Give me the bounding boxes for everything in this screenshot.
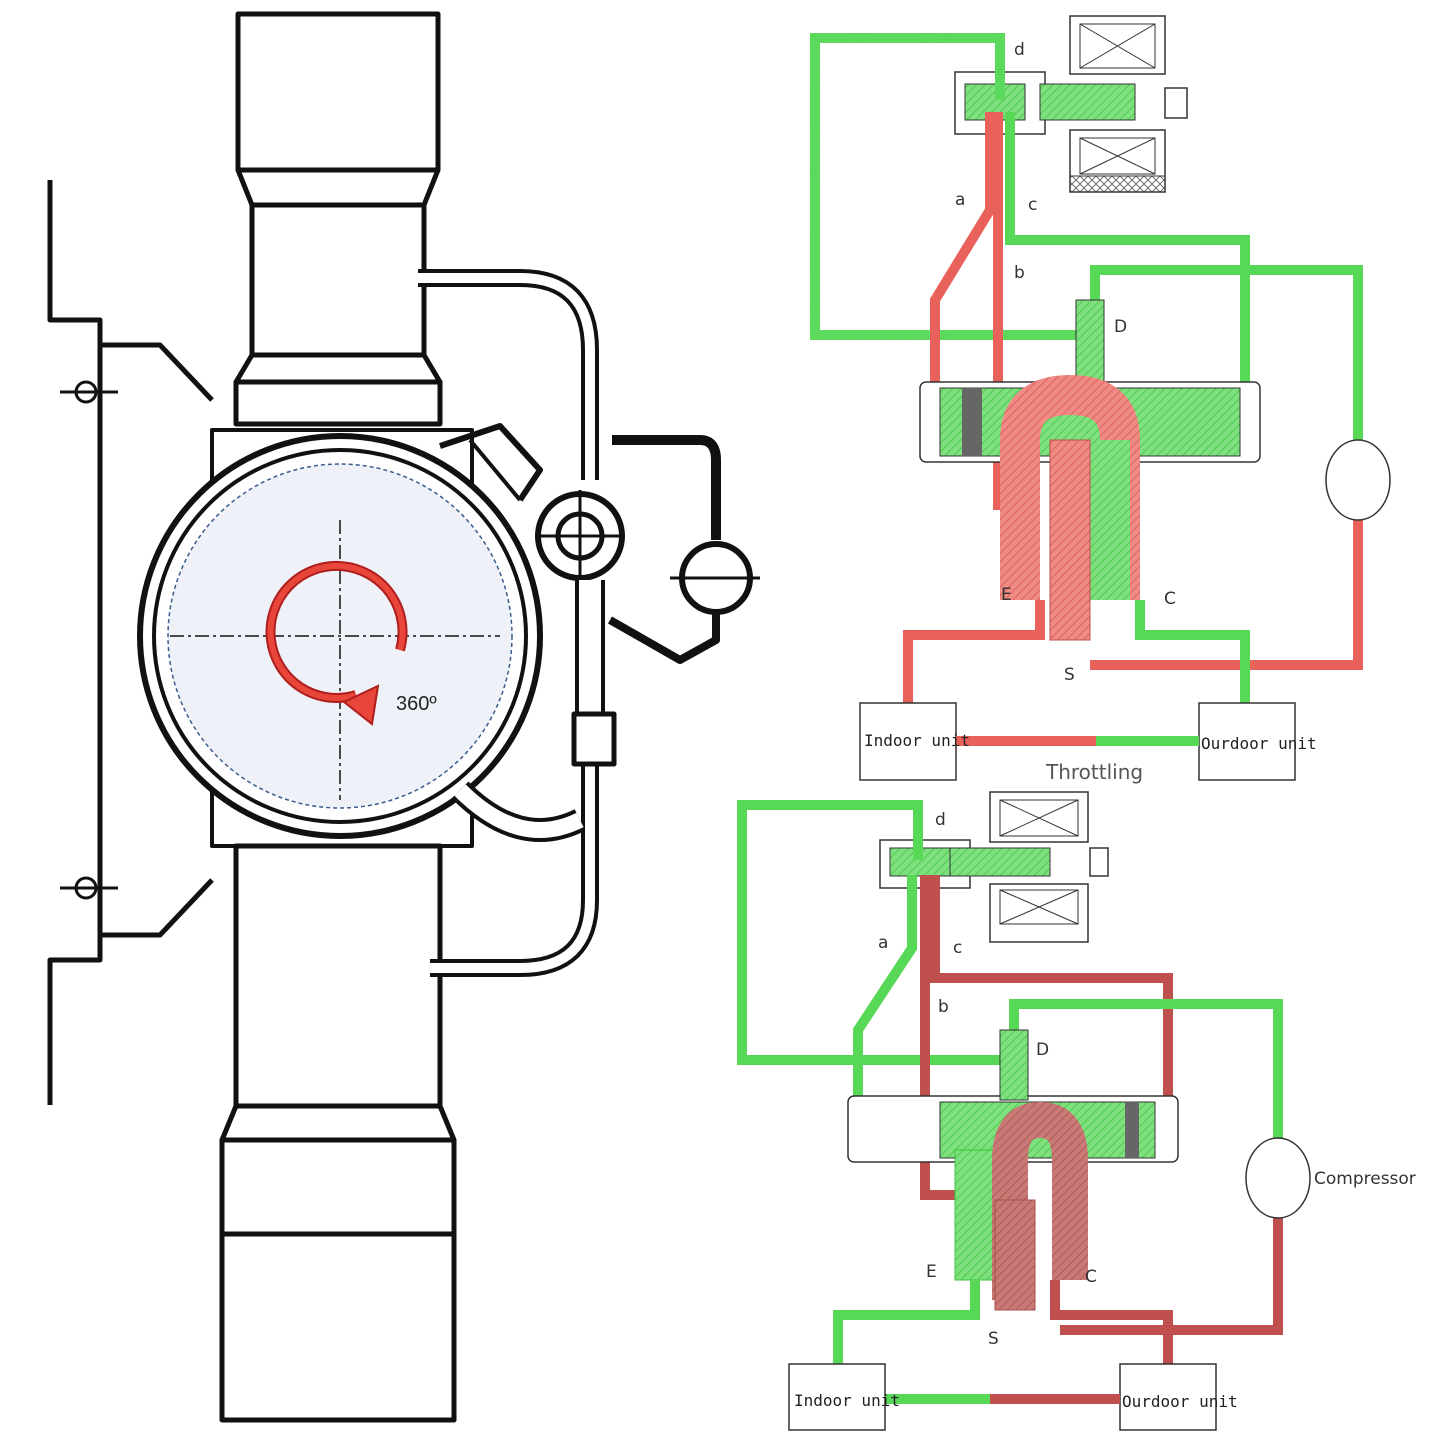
rotation-arrow xyxy=(267,562,406,701)
compressor-top xyxy=(1325,439,1391,521)
port-label-a-top: a xyxy=(955,190,965,210)
mounting-bracket xyxy=(47,180,103,1105)
rotation-arrow-head-icon xyxy=(342,684,380,726)
tube-a-top xyxy=(930,112,995,410)
rotation-indicator: 360º xyxy=(265,560,437,726)
tube-c-bottom xyxy=(930,875,1173,1110)
port-label-S-bottom: S xyxy=(988,1329,999,1349)
port-label-D-top: D xyxy=(1114,317,1127,337)
outdoor-unit-label-top: Ourdoor unit xyxy=(1201,734,1317,753)
compressor-label: Compressor xyxy=(1314,1169,1416,1189)
compressor-bottom xyxy=(1245,1137,1311,1219)
top-pipe-flange xyxy=(233,379,443,427)
port-label-C-top: C xyxy=(1164,589,1176,609)
tube-c-top xyxy=(1005,112,1250,410)
port-label-c-top: c xyxy=(1028,195,1037,215)
top-pipe-cap xyxy=(235,11,441,173)
outdoor-unit-bottom xyxy=(1119,1363,1217,1431)
tube-a-bottom xyxy=(853,875,917,1105)
port-label-c-bottom: c xyxy=(953,938,962,958)
top-pipe-body xyxy=(249,202,427,358)
tube-b-bottom xyxy=(920,875,958,1200)
bottom-pipe-sleeve xyxy=(219,1137,457,1237)
port-label-d-top: d xyxy=(1014,40,1025,60)
indoor-unit-label-top: Indoor unit xyxy=(864,731,970,750)
valve-drawing xyxy=(47,11,760,1423)
tube-d-bottom xyxy=(737,800,1005,1065)
port-label-E-top: E xyxy=(1001,585,1012,605)
top-pipe-neck xyxy=(235,169,441,208)
bolt-bottom xyxy=(74,876,98,900)
outdoor-unit-top xyxy=(1198,702,1296,781)
port-label-d-bottom: d xyxy=(935,810,946,830)
port-label-D-bottom: D xyxy=(1036,1040,1049,1060)
port-label-E-bottom: E xyxy=(926,1262,937,1282)
diagram-top: d a b c D E C S Indoor unit Ourdoor unit… xyxy=(810,15,1391,784)
port-label-C-bottom: C xyxy=(1085,1267,1097,1287)
bolt-top xyxy=(74,380,98,404)
bottom-pipe-body xyxy=(233,843,443,1109)
outdoor-unit-label-bottom: Ourdoor unit xyxy=(1122,1392,1238,1411)
indoor-unit-top xyxy=(859,702,957,781)
diagram-bottom: d a b c D E C S Compressor Indoor unit O… xyxy=(737,791,1416,1431)
throttling-label: Throttling xyxy=(1045,760,1143,784)
rotation-label: 360º xyxy=(396,693,437,715)
bottom-pipe-end xyxy=(219,1231,457,1423)
port-label-b-top: b xyxy=(1014,263,1025,283)
port-label-b-bottom: b xyxy=(938,997,949,1017)
port-label-S-top: S xyxy=(1064,665,1075,685)
port-label-a-bottom: a xyxy=(878,933,888,953)
indoor-unit-label-bottom: Indoor unit xyxy=(794,1391,900,1410)
